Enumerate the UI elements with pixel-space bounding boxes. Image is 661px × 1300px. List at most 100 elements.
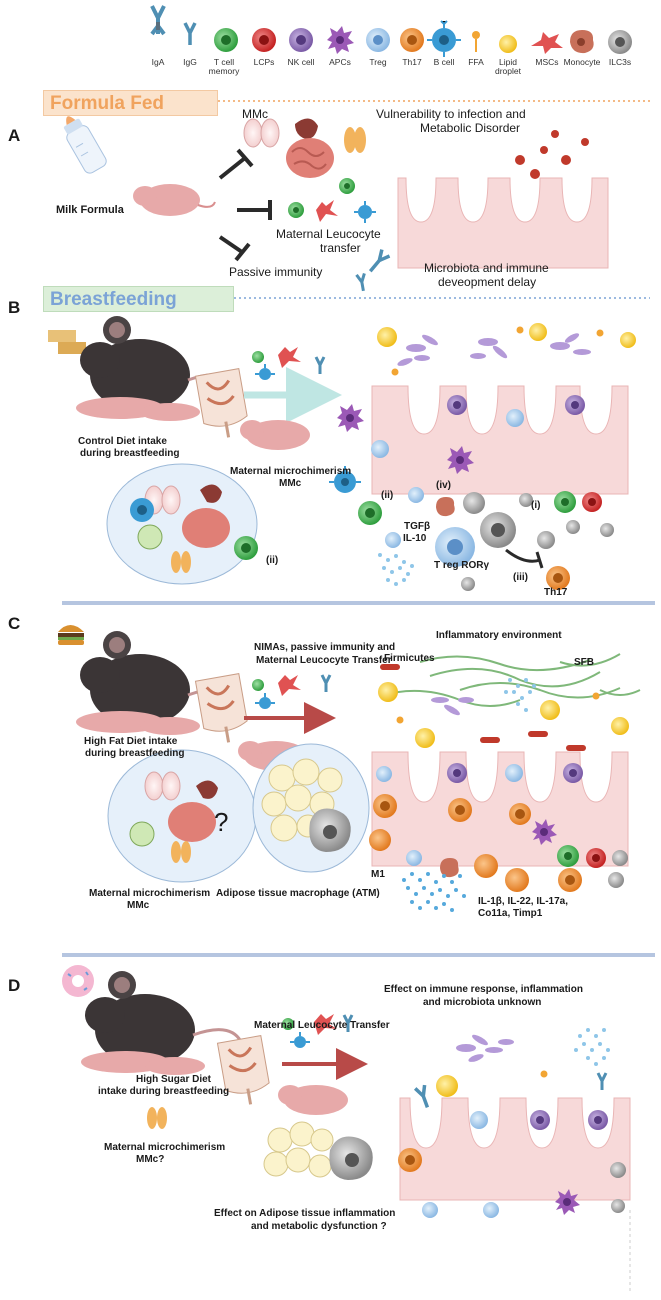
cytokine-dots-b [378,553,414,586]
mmc-b-line-1: Maternal microchimerism [230,466,352,477]
roman-ii-gut: (ii) [381,490,394,501]
pup-b-icon [240,420,310,450]
legend-label-monocyte: Monocyte [563,57,601,67]
msc-icon [531,32,563,54]
gut-cells-d [398,1084,626,1218]
legend-label-lipid-droplet: Lipid droplet [495,57,521,76]
high-fat-line-2: during breastfeeding [85,748,185,759]
leucocyte-transfer-line-1: Maternal Leucocyte [276,227,381,241]
panel-letter-b: B [8,298,21,317]
gut-panel-a [397,177,609,269]
gut-cells-b [329,395,614,591]
atm-label: Adipose tissue macrophage (ATM) [216,888,380,899]
roman-iv: (iv) [436,480,451,491]
mmc-label-a: MMc [242,107,268,121]
interleukins-line-1: IL-1β, IL-22, IL-17a, [478,896,569,907]
nimas-transfer-line-2: Maternal Leucocyte Transfer [256,655,392,666]
mmc-c-line-2: MMc [127,900,150,911]
mmc-b-line-2: MMc [279,478,302,489]
intestine-icon [286,138,334,178]
cytokine-cluster-c-top [504,678,536,712]
legend-label-b-cell: B cell [433,57,455,67]
question-mark-c: ? [214,807,229,837]
donut-icon [62,965,94,997]
apc-icon [327,26,354,54]
gut-cells-c [369,763,628,892]
leucocyte-transfer-line-2: transfer [320,241,361,255]
legend-label-lcps: LCPs [253,57,275,67]
microbiota-b [397,333,591,366]
effect-immune-line-2: and microbiota unknown [423,997,542,1008]
mother-mouse-d [81,971,245,1075]
mmc-d-line-1: Maternal microchimerism [104,1142,226,1153]
firmicutes-label: Firmicutes [384,653,435,664]
control-diet-line-2: during breastfeeding [80,448,180,459]
organ-circle-b [106,463,258,585]
microbiota-delay-line-1: Microbiota and immune [424,261,549,275]
vulnerability-line-1: Vulnerability to infection and [376,107,526,121]
ffa-icon [472,31,480,52]
adipose-circle-c [252,743,370,873]
high-sugar-line-2: intake during breastfeeding [98,1086,230,1097]
lymph-node-icon [344,127,366,153]
high-fat-line-1: High Fat Diet intake [84,736,178,747]
microbiota-d [456,1034,514,1062]
monocyte-icon [570,30,594,54]
effect-adipose-line-1: Effect on Adipose tissue inflammation [214,1208,396,1219]
panel-c-art [58,625,641,912]
legend-label-th17: Th17 [402,57,422,67]
legend-label-treg: Treg [369,57,387,67]
th17-label: Th17 [544,587,568,598]
pathogen-icons [515,130,589,179]
milk-formula-label: Milk Formula [56,204,124,216]
treg-rorg-label: T reg RORγ [434,560,490,571]
panel-d-art [62,965,631,1292]
adipose-d [263,1121,373,1180]
sfb-label: SFB [574,657,594,668]
gut-panel-b [371,385,629,495]
spleen-icon [295,118,318,139]
organ-circle-c [107,749,257,883]
legend-label-t-cell-memory: T cell memory [208,57,240,76]
cracker-icon [48,330,86,354]
effect-immune-line-1: Effect on immune response, inflammation [384,984,583,995]
legend-label-ilc3s: ILC3s [608,57,632,67]
mmc-d-line-2: MMc? [136,1154,165,1165]
control-diet-line-1: Control Diet intake [78,436,167,447]
panel-letter-c: C [8,614,21,633]
roman-iii: (iii) [513,572,528,583]
m1-label: M1 [371,869,385,880]
gut-panel-d [399,1097,631,1201]
microbiota-delay-line-2: deveopment delay [438,275,537,289]
transfer-d-label: Maternal Leucocyte Transfer [254,1020,390,1031]
mammary-gland-c [194,673,248,743]
cytokine-cluster-c-bottom [402,872,466,912]
inhibit-arrow-middle [237,200,272,220]
legend-icons [150,5,632,57]
cytokine-tgfb: TGFβ [404,521,431,532]
legend-label-ffa: FFA [468,57,484,67]
formula-fed-banner: Formula Fed [43,90,218,116]
interleukins-line-2: Co11a, Timp1 [478,908,543,919]
breastfeeding-banner: Breastfeeding [43,286,234,312]
panel-letter-a: A [8,126,21,145]
cytokine-il10: IL-10 [403,533,427,544]
roman-i: (i) [531,500,541,511]
panel-b-art [48,316,636,591]
legend-label-iga: IgA [151,57,165,67]
effect-adipose-line-2: and metabolic dysfunction ? [251,1221,387,1232]
legend-label-apcs: APCs [329,57,351,67]
thymus-icon [243,118,280,148]
cytokine-cluster-d [574,1028,610,1066]
mother-mouse-b [76,316,240,421]
pup-d-icon [278,1085,348,1115]
panel-letter-d: D [8,976,21,995]
nimas-transfer-line-1: NIMAs, passive immunity and [254,642,396,653]
mammary-gland-b [194,368,248,438]
vulnerability-line-2: Metabolic Disorder [420,121,521,135]
high-sugar-line-1: High Sugar Diet [136,1074,212,1085]
iga-icon [150,5,166,36]
passive-immunity-label: Passive immunity [229,265,323,279]
lipid-droplet-icon [499,35,517,53]
